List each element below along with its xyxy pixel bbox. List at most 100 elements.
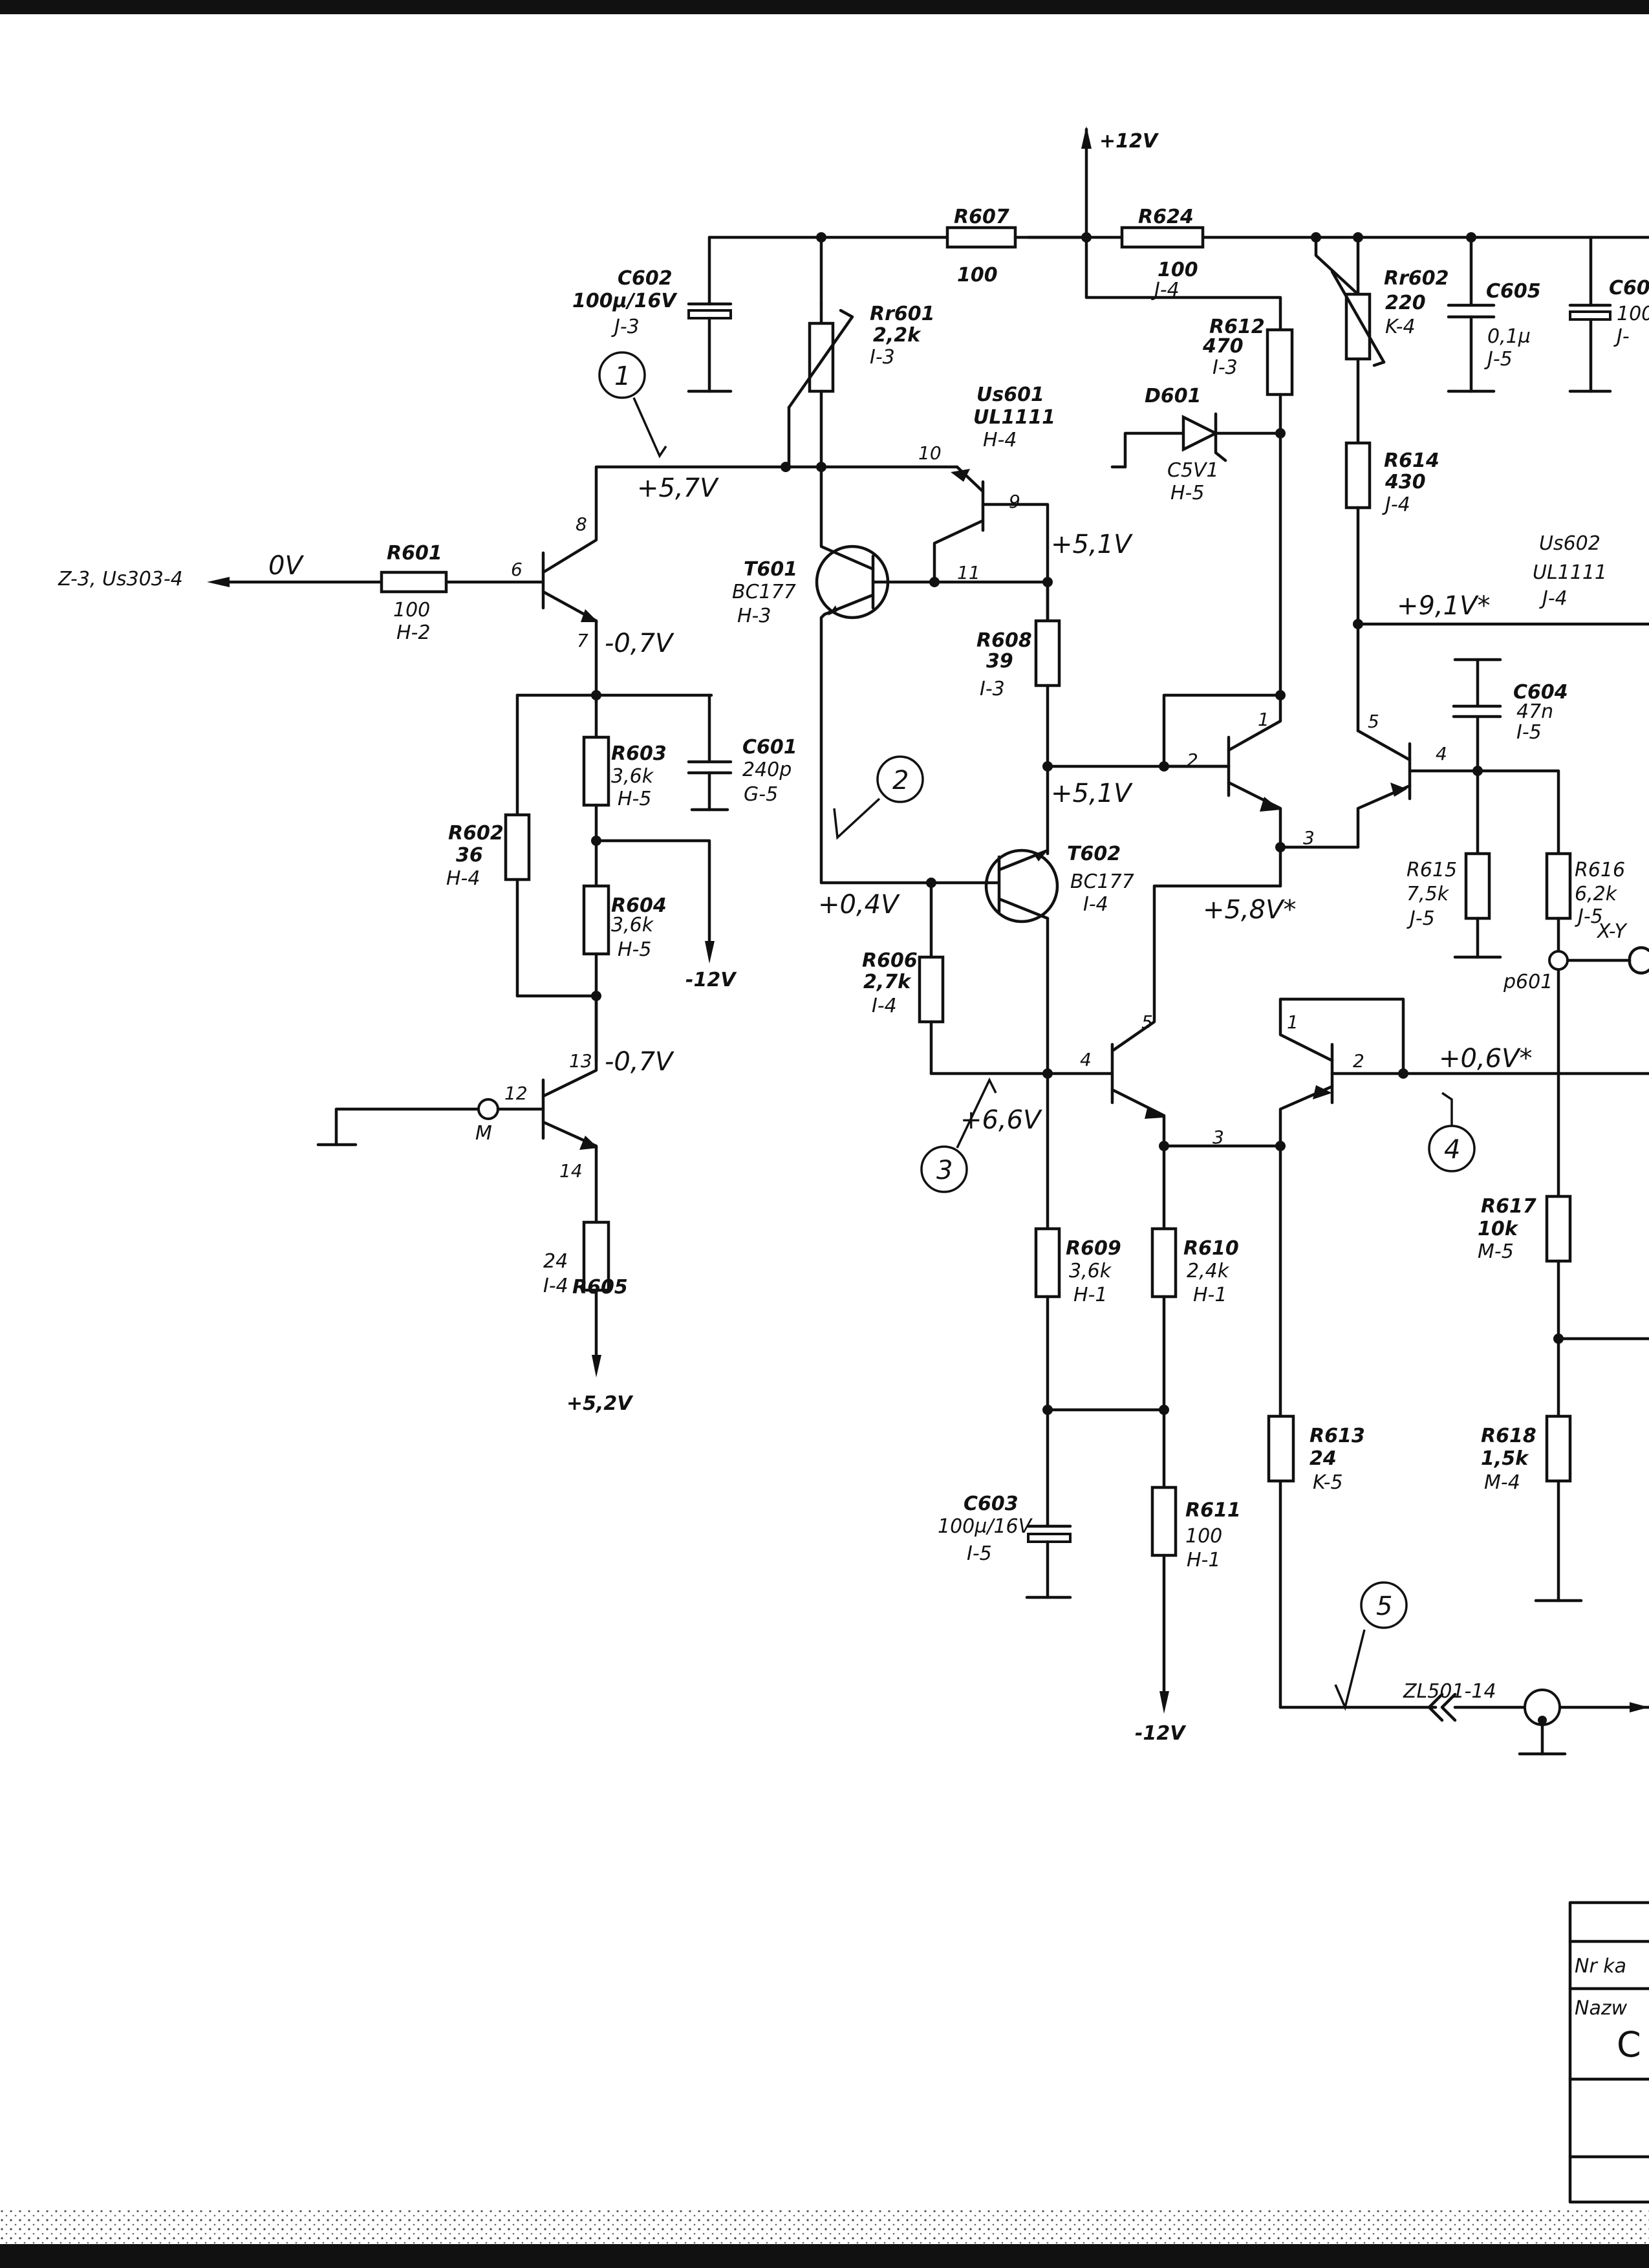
voltage-v7: +9,1V* (1397, 591, 1491, 621)
r610-name: R610 (1183, 1237, 1239, 1260)
pin-r2: 2 (1353, 1050, 1364, 1072)
rr601-potentiometer (787, 302, 854, 471)
r602-value: 36 (456, 844, 483, 867)
us602-value: UL1111 (1533, 561, 1607, 584)
r606-ref: I-4 (872, 995, 897, 1017)
r618-value: 1,5k (1481, 1447, 1529, 1470)
label-p601: p601 (1503, 971, 1553, 993)
test-point-markers (598, 351, 1476, 1711)
c604-ref: I-5 (1516, 721, 1542, 744)
r606-value: 2,7k (863, 971, 912, 993)
c606-capacitor (1568, 235, 1612, 393)
r615-value: 7,5k (1406, 883, 1450, 905)
t601-ref: H-3 (737, 605, 771, 627)
r618-ref: M-4 (1484, 1471, 1520, 1494)
pin-9: 9 (1009, 491, 1020, 512)
us601-name: Us601 (976, 383, 1044, 406)
c601-value: 240p (742, 759, 792, 781)
c605-ref: J-5 (1484, 348, 1513, 371)
r617-ref: M-5 (1478, 1240, 1514, 1263)
c604-name: C604 (1513, 681, 1568, 704)
t601-stage (784, 465, 1231, 885)
label-m: M (475, 1122, 492, 1145)
r608-value: 39 (986, 650, 1013, 673)
pin-12: 12 (504, 1083, 528, 1104)
input-stage (207, 465, 788, 1377)
voltage-v3: -0,7V (605, 629, 674, 658)
c602-name: C602 (618, 267, 673, 290)
pin-13: 13 (569, 1050, 592, 1072)
d601-diode (1110, 412, 1282, 469)
pin-10: 10 (918, 442, 942, 464)
d601-ref: H-5 (1170, 482, 1204, 504)
r616-value: 6,2k (1575, 883, 1618, 905)
c603-name: C603 (964, 1493, 1018, 1515)
r611-name: R611 (1185, 1499, 1241, 1522)
label-minus12v-2: -12V (1135, 1722, 1187, 1745)
c606-ref: J- (1613, 325, 1630, 348)
label-0v: 0V (268, 551, 304, 581)
c601-ref: G-5 (744, 783, 778, 806)
test-point-5: 5 (1376, 1592, 1392, 1621)
pin-r5: 5 (1141, 1011, 1153, 1033)
r605-ref: I-4 (543, 1275, 568, 1297)
test-point-4: 4 (1444, 1135, 1460, 1165)
pin-q4: 4 (1436, 743, 1447, 764)
r624-ref: J-4 (1151, 279, 1180, 301)
voltage-v10: +0,6V* (1439, 1044, 1533, 1074)
r614-value: 430 (1385, 471, 1426, 493)
r606-name: R606 (862, 949, 918, 972)
r609-ref: H-1 (1073, 1284, 1107, 1306)
r604-ref: H-5 (618, 938, 651, 961)
r615-ref: J-5 (1406, 907, 1435, 930)
r611-value: 100 (1185, 1525, 1222, 1548)
r612-ref: I-3 (1212, 356, 1238, 379)
r603-name: R603 (611, 742, 667, 765)
voltage-v6: +5,8V* (1203, 895, 1297, 925)
r624-name: R624 (1138, 206, 1194, 228)
r602-ref: H-4 (446, 867, 480, 890)
c603-ref: I-5 (967, 1542, 992, 1565)
r601-ref: H-2 (396, 621, 430, 644)
r617-value: 10k (1478, 1218, 1519, 1240)
c605-value: 0,1µ (1487, 325, 1531, 348)
r614-name: R614 (1384, 449, 1439, 472)
lower-pair (1025, 997, 1649, 1756)
c606-name: C60 (1609, 277, 1649, 299)
r616-name: R616 (1575, 859, 1625, 881)
r607-value: 100 (957, 264, 998, 286)
t601-name: T601 (744, 558, 797, 581)
r616-ref: J-5 (1575, 905, 1603, 928)
pin-14: 14 (559, 1160, 583, 1182)
voltage-v4: +5,1V (1051, 779, 1133, 808)
pin-q3: 3 (1303, 827, 1315, 848)
r607-body (945, 226, 1017, 249)
voltage-v2: +5,1V (1051, 530, 1133, 559)
pin-7: 7 (577, 630, 588, 651)
pin-q2: 2 (1187, 750, 1198, 771)
r624-body (1120, 226, 1205, 249)
r612-resistor (1266, 302, 1294, 697)
pin-6: 6 (511, 559, 523, 580)
r604-name: R604 (611, 894, 667, 917)
us602-name: Us602 (1539, 532, 1600, 555)
pin-q5: 5 (1368, 711, 1379, 732)
top-rail (707, 126, 1649, 306)
c605-name: C605 (1486, 280, 1541, 303)
pin-11: 11 (957, 562, 980, 583)
r610-value: 2,4k (1187, 1260, 1230, 1282)
c602-ref: J-3 (611, 316, 640, 338)
r604-value: 3,6k (611, 914, 654, 936)
t602-name: T602 (1067, 843, 1121, 865)
r608-name: R608 (976, 629, 1032, 652)
rr601-name: Rr601 (870, 303, 935, 325)
c604-value: 47n (1516, 700, 1553, 723)
r603-value: 3,6k (611, 765, 654, 788)
r615-name: R615 (1406, 859, 1457, 881)
c606-value: 100 (1617, 303, 1649, 325)
r624-value: 100 (1158, 259, 1198, 281)
r607-name: R607 (954, 206, 1009, 228)
d601-value: C5V1 (1167, 459, 1219, 482)
rr602-name: Rr602 (1384, 267, 1449, 290)
